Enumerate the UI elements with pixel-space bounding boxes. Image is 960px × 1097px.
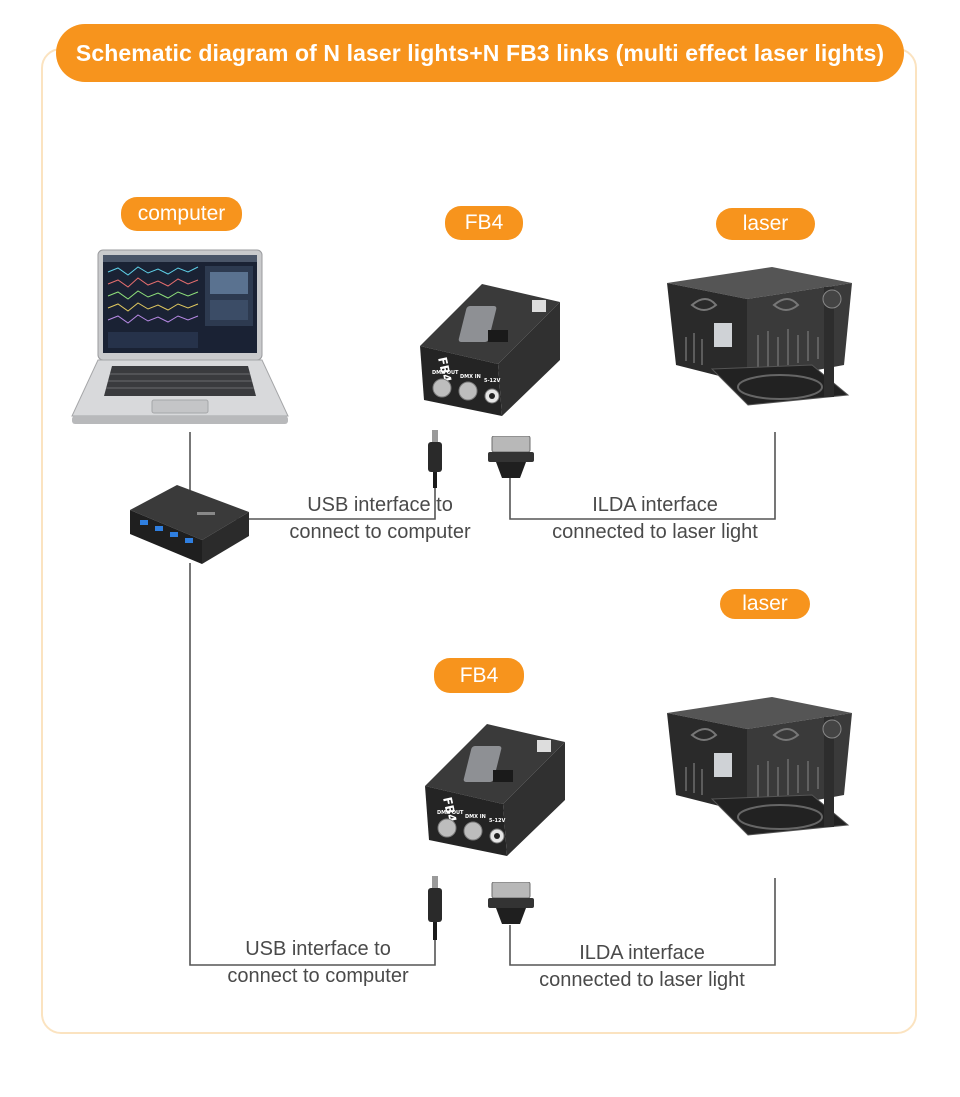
ilda-caption-1: ILDA interface connected to laser light	[527, 492, 783, 546]
dmx-out-label-2: DMX OUT	[437, 810, 464, 816]
dmx-out-label-1: DMX OUT	[432, 370, 459, 376]
usb-connector-icon-2	[428, 876, 442, 940]
ilda-caption-2: ILDA interface connected to laser light	[514, 940, 770, 994]
computer-label: computer	[121, 197, 242, 231]
power-label-2: 5-12V	[489, 818, 506, 824]
ilda-caption-1-line1: ILDA interface	[592, 494, 718, 516]
fb4-logo-text-2: FB4	[440, 796, 459, 824]
ilda-caption-2-line2: connected to laser light	[539, 969, 745, 991]
laptop-icon	[71, 249, 289, 424]
diagram-title: Schematic diagram of N laser lights+N FB…	[56, 24, 904, 82]
usb-hub-icon	[130, 485, 249, 564]
fb4-logo-text-1: FB4	[435, 356, 454, 384]
usb-caption-1: USB interface to connect to computer	[262, 492, 498, 546]
usb-caption-2-line2: connect to computer	[227, 965, 409, 987]
fb4-controller-icon-1: FB4 DMX OUT DMX IN 5-12V	[420, 284, 560, 416]
usb-caption-1-line2: connect to computer	[289, 521, 471, 543]
power-label-1: 5-12V	[484, 378, 501, 384]
ilda-caption-2-line1: ILDA interface	[579, 942, 705, 964]
laser-projector-icon-1	[667, 267, 852, 406]
usb-connector-icon-1	[428, 430, 442, 488]
laser-label-2: laser	[720, 589, 810, 619]
ilda-connector-icon-1	[488, 436, 534, 478]
fb4-label-2: FB4	[434, 658, 524, 693]
fb4-2-to-laser-2-ilda-line	[509, 878, 776, 966]
usb-caption-1-line1: USB interface to	[307, 494, 453, 516]
dmx-in-label-1: DMX IN	[460, 374, 481, 380]
fb4-controller-icon-2: FB4 DMX OUT DMX IN 5-12V	[425, 724, 565, 856]
laser-label-1: laser	[716, 208, 815, 240]
hub-to-fb4-1-usb-line	[232, 485, 436, 520]
fb4-1-to-laser-1-ilda-line	[509, 432, 776, 520]
ilda-connector-icon-2	[488, 882, 534, 924]
ilda-caption-1-line2: connected to laser light	[552, 521, 758, 543]
dmx-in-label-2: DMX IN	[465, 814, 486, 820]
usb-caption-2: USB interface to connect to computer	[200, 936, 436, 990]
hub-to-fb4-2-usb-line	[189, 563, 436, 966]
usb-caption-2-line1: USB interface to	[245, 938, 391, 960]
laser-projector-icon-2	[667, 697, 852, 836]
fb4-label-1: FB4	[445, 206, 523, 240]
